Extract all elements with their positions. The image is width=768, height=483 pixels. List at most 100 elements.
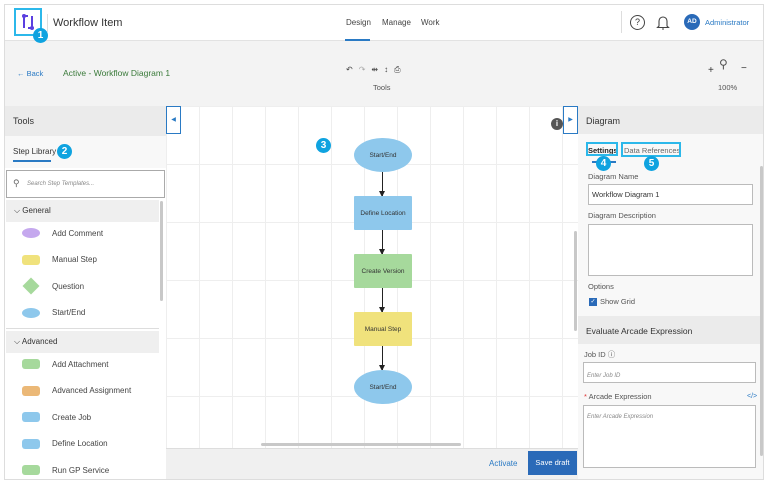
show-grid-label[interactable]: Show Grid <box>600 297 636 306</box>
tab-settings[interactable]: Settings <box>588 146 618 155</box>
vertical-scrollbar[interactable] <box>574 231 577 331</box>
step-template-label: Question <box>52 281 85 291</box>
step-shape-rect-icon <box>22 385 40 396</box>
diagram-description-label: Diagram Description <box>588 211 656 220</box>
collapse-right-button[interactable]: ▶ <box>563 106 578 134</box>
step-template-item[interactable]: Run GP Service <box>22 463 109 477</box>
diagram-status-title: Active - Workflow Diagram 1 <box>63 68 171 78</box>
left-panel: Tools Step Library 2 ⚲ Search Step Templ… <box>5 106 166 479</box>
print-icon[interactable]: ⎙ <box>394 65 401 74</box>
code-icon[interactable]: </> <box>747 393 758 400</box>
info-icon[interactable]: ⓘ <box>607 350 616 359</box>
nav-manage[interactable]: Manage <box>382 18 411 27</box>
bell-icon[interactable] <box>656 13 670 33</box>
arcade-section-header: Evaluate Arcade Expression <box>578 316 760 344</box>
collapse-left-button[interactable]: ◀ <box>166 106 181 134</box>
divider <box>47 14 48 32</box>
diagram-name-label: Diagram Name <box>588 172 639 181</box>
nav-design[interactable]: Design <box>346 18 371 27</box>
connector-arrow[interactable] <box>379 288 385 313</box>
align-horizontal-icon[interactable]: ⇹ <box>371 65 379 74</box>
step-template-label: Define Location <box>52 439 108 448</box>
zoom-search-icon[interactable]: ⚲ <box>719 57 728 71</box>
group-advanced[interactable]: ⌵ Advanced <box>6 331 159 353</box>
undo-icon[interactable]: ↶ <box>346 65 353 74</box>
zoom-in-button[interactable]: + <box>708 65 714 76</box>
annotation-badge-4: 4 <box>596 156 611 171</box>
annotation-highlight-5 <box>621 142 681 157</box>
tab-bar <box>5 136 166 168</box>
back-link[interactable]: ← Back <box>17 69 44 78</box>
connector-arrow[interactable] <box>379 346 385 371</box>
help-icon[interactable]: ? <box>630 15 645 30</box>
connector-arrow[interactable] <box>379 230 385 255</box>
search-step-templates-input[interactable]: ⚲ Search Step Templates... <box>6 170 165 198</box>
step-shape-diamond-icon <box>22 277 40 295</box>
step-template-item[interactable]: Advanced Assignment <box>22 384 131 398</box>
step-shape-rect-icon <box>22 438 40 449</box>
connector-arrow[interactable] <box>379 172 385 197</box>
save-draft-button[interactable]: Save draft <box>528 451 577 475</box>
align-vertical-icon[interactable]: ↕ <box>384 65 389 74</box>
group-general[interactable]: ⌵ General <box>6 200 159 222</box>
scrollbar[interactable] <box>160 201 163 301</box>
annotation-badge-1: 1 <box>33 28 48 43</box>
workflow-logo-icon[interactable] <box>17 11 39 33</box>
right-scrollbar[interactable] <box>760 166 763 456</box>
nav-active-underline <box>345 39 370 41</box>
arcade-expression-textarea[interactable]: Enter Arcade Expression <box>583 405 756 468</box>
step-template-item[interactable]: Manual Step <box>22 253 97 267</box>
right-panel-title: Diagram <box>586 116 621 126</box>
step-template-item[interactable]: Start/End <box>22 306 85 320</box>
redo-icon[interactable]: ↷ <box>358 65 366 74</box>
avatar[interactable]: AD <box>684 14 700 30</box>
step-node[interactable]: Manual Step <box>354 312 412 346</box>
search-icon: ⚲ <box>13 178 20 188</box>
zoom-level: 100% <box>718 83 738 92</box>
options-label: Options <box>588 282 614 291</box>
tool-icons: ↶ ↷ ⇹ ↕ ⎙ <box>346 65 401 75</box>
annotation-badge-3: 3 <box>316 138 331 153</box>
horizontal-scrollbar[interactable] <box>261 443 461 446</box>
step-template-item[interactable]: Add Comment <box>22 226 103 240</box>
left-panel-header: Tools <box>5 106 166 136</box>
step-shape-ellipse-icon <box>22 307 40 318</box>
divider <box>621 11 622 33</box>
job-id-label: Job ID ⓘ <box>584 350 616 359</box>
diagram-name-input[interactable]: Workflow Diagram 1 <box>588 184 753 205</box>
right-panel: Diagram Settings 4 Data References 5 Dia… <box>578 106 763 479</box>
zoom-out-button[interactable]: − <box>741 63 747 74</box>
step-template-item[interactable]: Add Attachment <box>22 357 108 371</box>
activate-button[interactable]: Activate <box>489 459 518 468</box>
show-grid-checkbox[interactable]: ✓ <box>589 298 597 306</box>
node-label: Start/End <box>369 383 397 391</box>
step-template-label: Manual Step <box>52 255 97 264</box>
node-label: Create Version <box>361 267 405 275</box>
diagram-name-value: Workflow Diagram 1 <box>592 190 660 199</box>
tab-data-references[interactable]: Data References <box>624 146 681 155</box>
step-template-item[interactable]: Create Job <box>22 410 91 424</box>
nav-work[interactable]: Work <box>421 18 440 27</box>
back-label: Back <box>26 69 44 78</box>
job-id-input[interactable]: Enter Job ID <box>583 362 756 383</box>
step-template-item[interactable]: Define Location <box>22 437 108 451</box>
step-template-item[interactable]: Question <box>22 277 85 295</box>
start-end-node[interactable]: Start/End <box>354 138 412 172</box>
step-shape-rect-icon <box>22 359 40 369</box>
annotation-badge-5: 5 <box>644 156 659 171</box>
step-node[interactable]: Create Version <box>354 254 412 288</box>
step-template-label: Start/End <box>52 308 86 317</box>
step-shape-ellipse-icon <box>22 228 40 238</box>
right-panel-header: Diagram <box>578 106 763 134</box>
user-name[interactable]: Administrator <box>705 18 750 27</box>
diagram-description-textarea[interactable] <box>588 224 753 276</box>
info-icon[interactable]: i <box>551 118 563 130</box>
step-node[interactable]: Define Location <box>354 196 412 230</box>
node-label: Start/End <box>369 151 397 159</box>
tab-step-library[interactable]: Step Library <box>13 147 57 156</box>
arcade-expression-label: * Arcade Expression <box>584 392 652 401</box>
start-end-node[interactable]: Start/End <box>354 370 412 404</box>
annotation-highlight-4 <box>586 142 618 156</box>
step-template-label: Add Attachment <box>52 359 109 369</box>
